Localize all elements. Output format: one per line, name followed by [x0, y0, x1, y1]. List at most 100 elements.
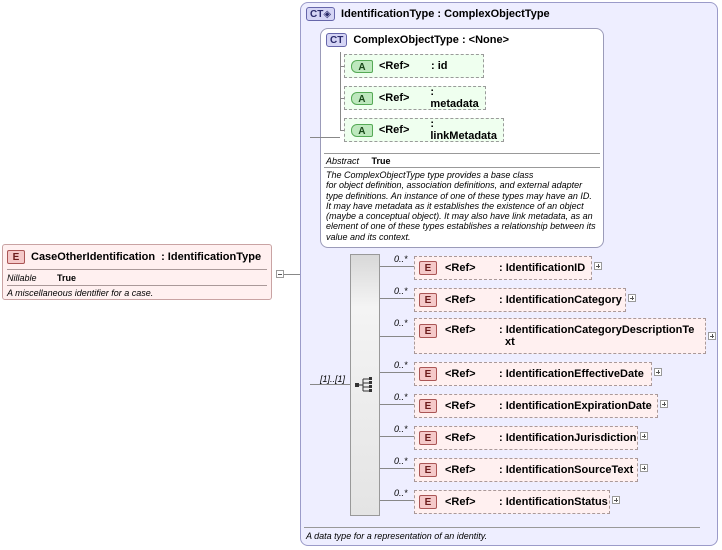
element-icon: E — [419, 495, 437, 509]
attribute-icon: A — [351, 91, 373, 105]
nillable-value: True — [57, 273, 77, 283]
child-name: : IdentificationJurisdiction — [499, 432, 637, 444]
child-element[interactable]: E<Ref>: IdentificationStatus — [414, 490, 610, 514]
child-name-text: : IdentificationID — [499, 262, 586, 274]
child-cardinality: 0..* — [394, 424, 408, 434]
complex-type-icon: CT◈ — [306, 7, 336, 21]
child-element[interactable]: E<Ref>: IdentificationEffectiveDate — [414, 362, 652, 386]
child-ref: <Ref> — [445, 262, 476, 274]
sequence-icon — [355, 377, 372, 392]
child-name-text: xt — [505, 336, 515, 348]
abstract-row: Abstract True — [326, 156, 391, 166]
attribute-metadata[interactable]: A <Ref> : metadata — [344, 86, 486, 110]
connector-line — [380, 266, 414, 267]
child-element[interactable]: E <Ref> : IdentificationID — [414, 256, 592, 280]
collapse-icon[interactable] — [276, 270, 284, 278]
connector-line — [340, 66, 344, 67]
expand-icon[interactable] — [640, 432, 648, 440]
divider — [324, 167, 600, 168]
child-name-text: : IdentificationJurisdiction — [499, 432, 637, 444]
child-name-text: : IdentificationSourceText — [499, 464, 634, 476]
child-cardinality: 0..* — [394, 318, 408, 328]
child-name-text: : IdentificationEffectiveDate — [499, 368, 644, 380]
complex-type-header: CT◈ IdentificationType : ComplexObjectTy… — [306, 7, 550, 21]
child-name: : IdentificationExpirationDate — [499, 400, 652, 412]
attribute-icon: A — [351, 59, 373, 73]
base-type-description: The ComplexObjectType type provides a ba… — [326, 170, 596, 242]
root-element-header: E CaseOtherIdentification : Identificati… — [7, 250, 261, 264]
root-element-description: A miscellaneous identifier for a case. — [7, 288, 154, 298]
base-type-title: ComplexObjectType : <None> — [353, 34, 510, 46]
connector-line — [380, 298, 414, 299]
child-cardinality: 0..* — [394, 254, 408, 264]
divider — [7, 269, 267, 270]
attribute-icon: A — [351, 123, 373, 137]
element-icon: E — [419, 261, 437, 275]
connector-line — [380, 336, 414, 337]
abstract-label: Abstract — [326, 156, 360, 166]
child-cardinality: 0..* — [394, 488, 408, 498]
attribute-linkmetadata[interactable]: A <Ref> : linkMetadata — [344, 118, 504, 142]
connector-line — [380, 372, 414, 373]
attribute-name: : id — [431, 60, 448, 72]
attribute-name: : linkMetadata — [430, 118, 497, 142]
child-name: : IdentificationID — [499, 262, 585, 274]
element-icon: E — [419, 431, 437, 445]
attribute-ref: <Ref> — [379, 60, 410, 72]
element-icon: E — [7, 250, 25, 264]
child-ref: <Ref> — [445, 464, 476, 476]
expand-icon[interactable] — [660, 400, 668, 408]
connector-line — [380, 436, 414, 437]
child-name: : IdentificationStatus — [499, 496, 608, 508]
child-element[interactable]: E<Ref>: IdentificationExpirationDate — [414, 394, 658, 418]
child-element[interactable]: E <Ref> : IdentificationJurisdiction — [414, 426, 638, 450]
child-name-text: : IdentificationStatus — [499, 496, 608, 508]
element-icon: E — [419, 324, 437, 338]
child-name-text: : IdentificationCategoryDescriptionTe — [499, 324, 695, 336]
complex-type-icon: CT — [326, 33, 348, 47]
attribute-ref: <Ref> — [378, 92, 410, 104]
expand-icon[interactable] — [654, 368, 662, 376]
child-cardinality: 0..* — [394, 286, 408, 296]
child-element[interactable]: E<Ref>: IdentificationSourceText — [414, 458, 638, 482]
nillable-row: Nillable True — [7, 273, 76, 283]
base-type-header: CT ComplexObjectType : <None> — [326, 33, 509, 47]
connector-line — [340, 52, 341, 130]
expand-icon[interactable] — [708, 332, 716, 340]
child-name-text: : IdentificationExpirationDate — [499, 400, 652, 412]
child-cardinality: 0..* — [394, 392, 408, 402]
connector-line — [340, 98, 344, 99]
attribute-id[interactable]: A <Ref> : id — [344, 54, 484, 78]
expand-icon[interactable] — [612, 496, 620, 504]
connector-line — [284, 274, 310, 275]
connector-line — [310, 384, 350, 385]
complex-type-footer: A data type for a representation of an i… — [306, 531, 488, 541]
attribute-name: : metadata — [430, 86, 479, 110]
complex-type-title: IdentificationType : ComplexObjectType — [341, 8, 550, 20]
sequence-cardinality: [1]..[1] — [320, 374, 346, 384]
child-element[interactable]: E <Ref> : IdentificationCategoryDescriptio… — [414, 318, 706, 354]
element-icon: E — [419, 367, 437, 381]
connector-line — [340, 130, 344, 131]
divider — [304, 527, 700, 528]
abstract-value: True — [371, 156, 391, 166]
child-name-text: : IdentificationCategory — [499, 294, 622, 306]
expand-icon[interactable] — [640, 464, 648, 472]
sequence-compositor[interactable] — [350, 254, 380, 516]
child-ref: <Ref> — [445, 400, 476, 412]
divider — [324, 153, 600, 154]
connector-line — [310, 137, 340, 138]
expand-icon[interactable] — [594, 262, 602, 270]
connector-line — [380, 404, 414, 405]
nillable-label: Nillable — [7, 273, 37, 283]
child-ref: <Ref> — [445, 432, 476, 444]
connector-line — [380, 500, 414, 501]
child-cardinality: 0..* — [394, 456, 408, 466]
child-ref: <Ref> — [445, 324, 476, 336]
expand-icon[interactable] — [628, 294, 636, 302]
root-element-box[interactable]: E CaseOtherIdentification : Identificati… — [2, 244, 272, 300]
divider — [7, 285, 267, 286]
child-cardinality: 0..* — [394, 360, 408, 370]
child-element[interactable]: E<Ref>: IdentificationCategory — [414, 288, 626, 312]
